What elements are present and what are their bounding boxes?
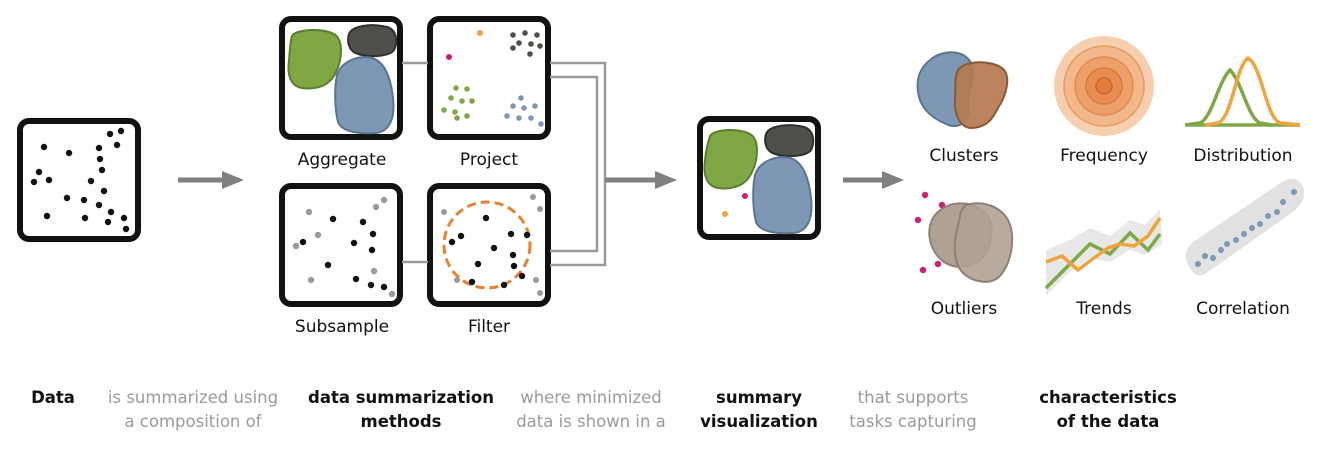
caption-shown-line1: where minimized <box>520 388 662 407</box>
caption-characteristics-line2: of the data <box>1057 412 1160 431</box>
caption-summarized-line2: a composition of <box>124 412 262 431</box>
caption-data: Data <box>31 388 75 407</box>
trends-icon <box>1044 210 1162 296</box>
caption-shown-line2: data is shown in a <box>516 412 666 431</box>
distribution-icon <box>1184 55 1301 127</box>
arrow-to-summary <box>605 171 677 189</box>
caption-characteristics-line1: characteristics <box>1039 388 1177 407</box>
aggregate-label: Aggregate <box>298 150 387 170</box>
distribution-label: Distribution <box>1193 146 1292 166</box>
caption-summary-line2: visualization <box>700 412 818 431</box>
caption-supports-line1: that supports <box>858 388 969 407</box>
clusters-label: Clusters <box>929 146 998 166</box>
subsample-label: Subsample <box>295 317 389 337</box>
caption-summary-line1: summary <box>716 388 802 407</box>
caption-methods-line1: data summarization <box>308 388 494 407</box>
clusters-icon <box>916 51 1009 130</box>
caption-methods-line2: methods <box>361 412 442 431</box>
subsample-panel <box>279 183 403 307</box>
caption-sentence: Data is summarized using a composition o… <box>31 388 1177 431</box>
caption-summarized-line1: is summarized using <box>108 388 278 407</box>
correlation-label: Correlation <box>1196 299 1290 319</box>
caption-supports-line2: tasks capturing <box>849 412 976 431</box>
arrow-to-characteristics <box>843 171 904 189</box>
raw-data-panel <box>17 118 141 242</box>
arrow-to-methods <box>178 171 244 189</box>
project-label: Project <box>460 150 518 170</box>
filter-label: Filter <box>468 317 510 337</box>
method-connectors <box>402 61 607 267</box>
trends-label: Trends <box>1075 299 1132 319</box>
filter-panel <box>427 183 551 307</box>
outliers-label: Outliers <box>931 299 998 319</box>
correlation-icon <box>1185 178 1305 276</box>
outliers-icon <box>914 191 1014 283</box>
project-panel <box>427 16 551 140</box>
frequency-label: Frequency <box>1060 146 1148 166</box>
summary-visualization-panel <box>697 116 821 240</box>
frequency-icon <box>1054 36 1154 136</box>
aggregate-panel <box>279 16 403 140</box>
